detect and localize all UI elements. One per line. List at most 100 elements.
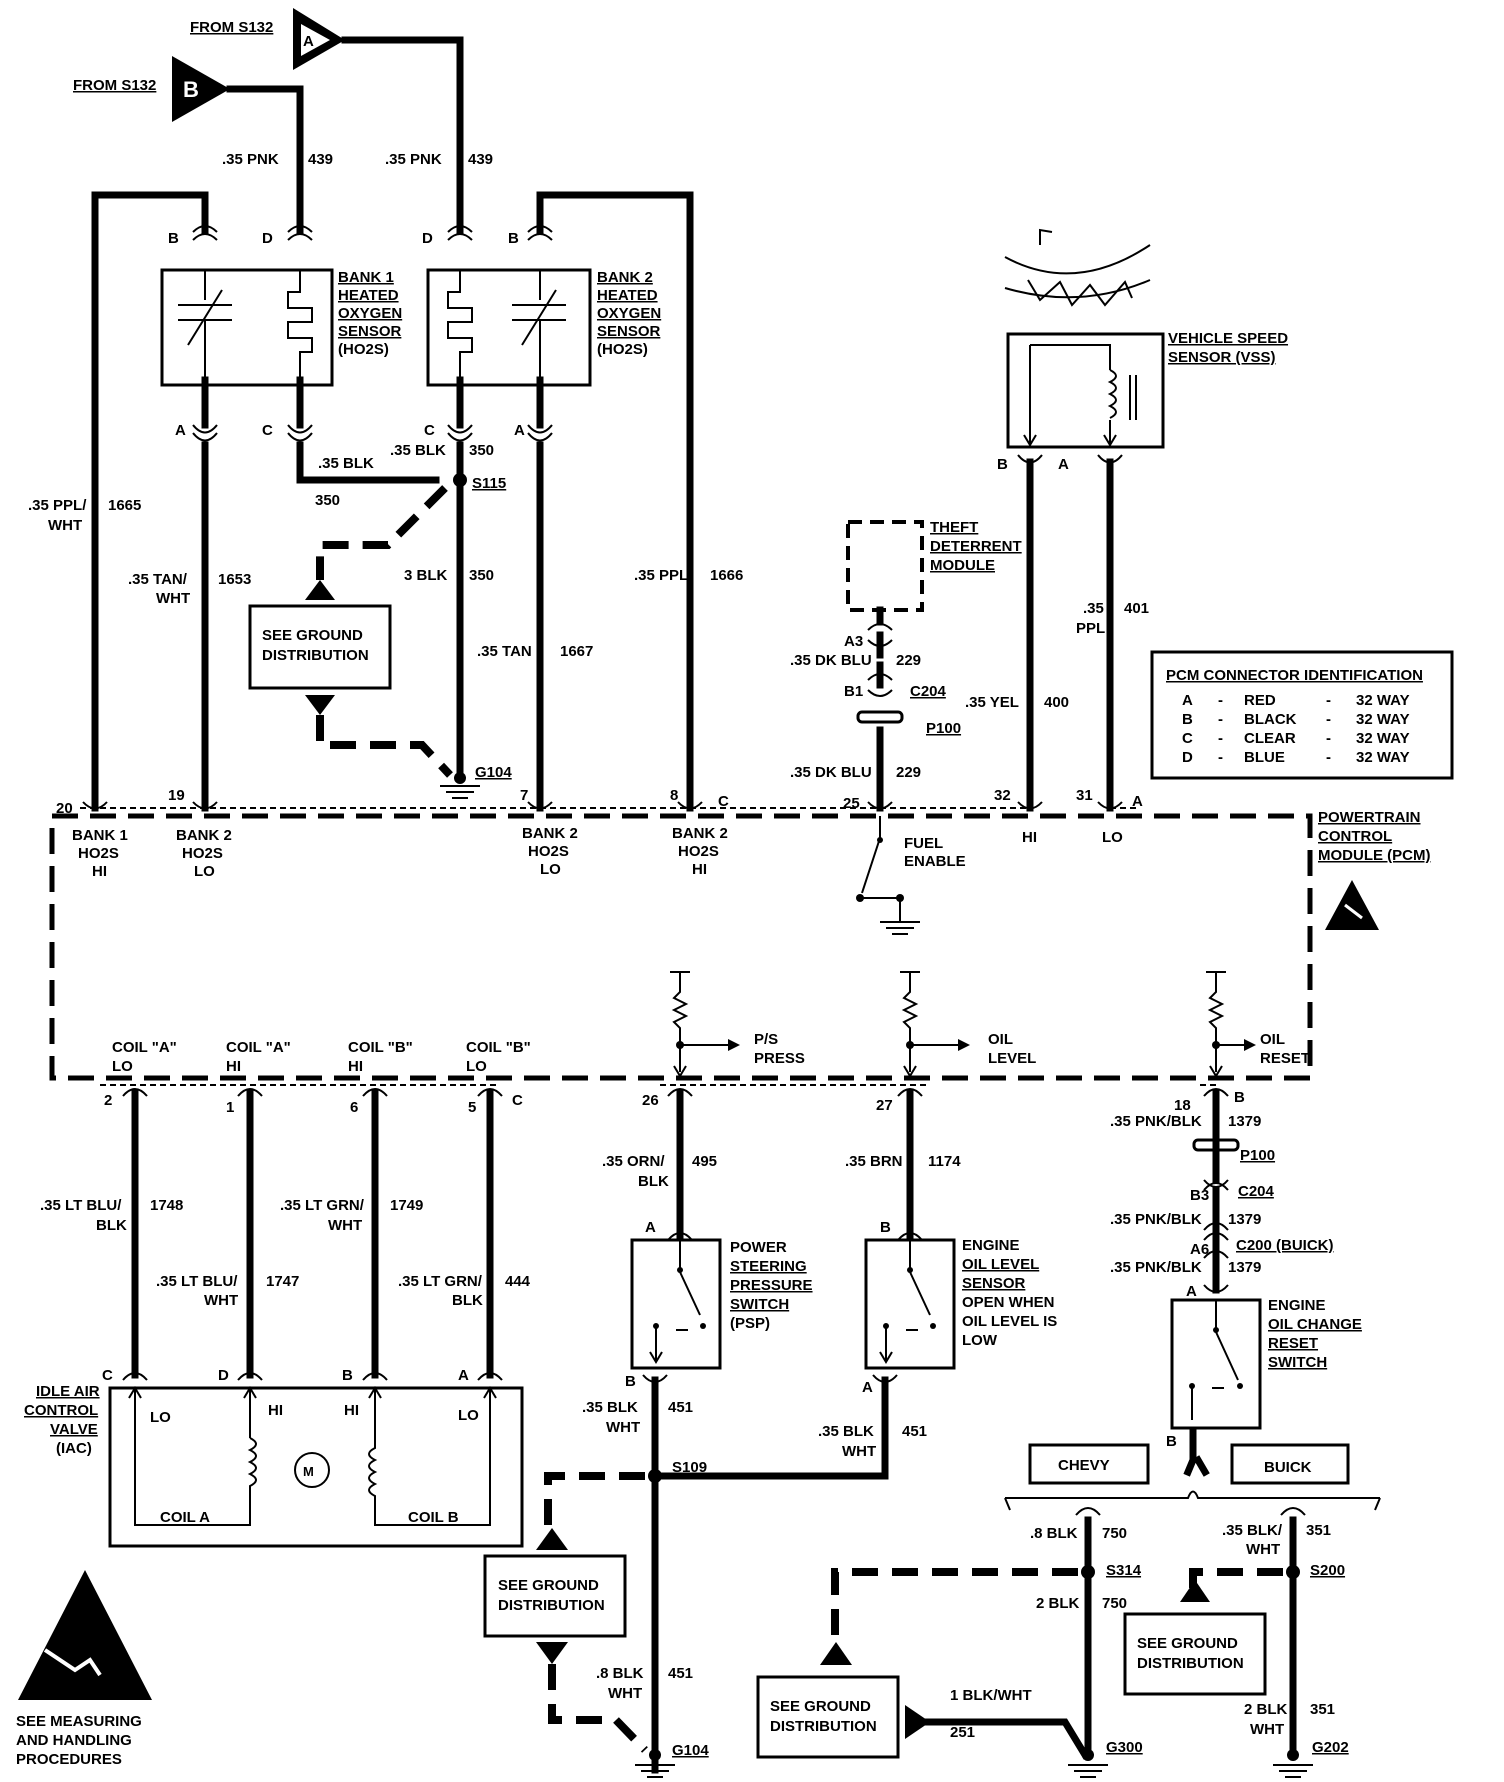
svg-text:C200 (BUICK): C200 (BUICK) [1236, 1237, 1334, 1254]
svg-text:B: B [183, 77, 199, 102]
svg-text:C: C [262, 422, 273, 439]
pcm-module: POWERTRAIN CONTROL MODULE (PCM) [49, 807, 1431, 1086]
wires-bottom [131, 1088, 1297, 1774]
svg-text:OIL LEVEL IS: OIL LEVEL IS [962, 1313, 1057, 1330]
svg-text:WHT: WHT [48, 517, 82, 534]
svg-text:BUICK: BUICK [1264, 1459, 1312, 1476]
svg-text:-: - [1218, 711, 1223, 728]
svg-text:P100: P100 [1240, 1147, 1275, 1164]
svg-text:CONTROL: CONTROL [24, 1402, 98, 1419]
svg-text:S109: S109 [672, 1459, 707, 1476]
svg-text:495: 495 [692, 1153, 717, 1170]
svg-text:WHT: WHT [606, 1419, 640, 1436]
svg-text:ENGINE: ENGINE [1268, 1297, 1326, 1314]
bank2-ho2s-sensor: BANK 2 HEATED OXYGEN SENSOR (HO2S) [426, 268, 661, 387]
svg-text:C: C [512, 1092, 523, 1109]
svg-text:.35 BLK: .35 BLK [582, 1399, 638, 1416]
engine-oil-change-reset-switch: ENGINE OIL CHANGE RESET SWITCH A B [1166, 1283, 1362, 1450]
connectors-oil-reset: P100 C204 B3 A6 C200 (BUICK) [1190, 1138, 1334, 1258]
svg-text:1174: 1174 [928, 1153, 961, 1170]
wires-top [91, 36, 1114, 812]
svg-text:A: A [458, 1367, 469, 1384]
svg-text:PPL: PPL [1076, 620, 1105, 637]
svg-text:OXYGEN: OXYGEN [338, 305, 402, 322]
ground-dash-s314 [831, 1568, 1078, 1640]
svg-text:C204: C204 [1238, 1183, 1275, 1200]
svg-text:.35 BLK: .35 BLK [818, 1423, 874, 1440]
vehicle-speed-sensor: VEHICLE SPEED SENSOR (VSS) [1004, 228, 1288, 449]
svg-text:32 WAY: 32 WAY [1356, 749, 1410, 766]
svg-text:A: A [1186, 1283, 1197, 1300]
svg-text:1379: 1379 [1228, 1113, 1261, 1130]
svg-text:451: 451 [902, 1423, 927, 1440]
svg-text:ENABLE: ENABLE [904, 853, 966, 870]
svg-text:DISTRIBUTION: DISTRIBUTION [1137, 1655, 1244, 1672]
svg-text:-: - [1326, 692, 1331, 709]
svg-text:.35 TAN: .35 TAN [477, 643, 532, 660]
svg-text:OIL: OIL [988, 1031, 1013, 1048]
svg-text:1379: 1379 [1228, 1211, 1261, 1228]
svg-text:COIL "A": COIL "A" [226, 1039, 291, 1056]
svg-text:B: B [1182, 711, 1193, 728]
svg-text:32 WAY: 32 WAY [1356, 692, 1410, 709]
svg-text:.35 LT GRN/: .35 LT GRN/ [280, 1197, 365, 1214]
svg-text:DETERRENT: DETERRENT [930, 538, 1022, 555]
svg-text:S314: S314 [1106, 1562, 1142, 1579]
pcm-labels-bottom: COIL "A" LO COIL "A" HI COIL "B" HI COIL… [112, 1039, 531, 1075]
svg-text:451: 451 [668, 1399, 693, 1416]
svg-text:SEE GROUND: SEE GROUND [1137, 1635, 1238, 1652]
svg-text:.35 LT BLU/: .35 LT BLU/ [156, 1273, 238, 1290]
motor-symbol: M [303, 1464, 314, 1479]
pullup-ps-press: P/S PRESS [670, 971, 805, 1078]
svg-text:WHT: WHT [1246, 1541, 1280, 1558]
pcm-top-pins [82, 801, 1123, 810]
svg-text:8: 8 [670, 787, 678, 804]
svg-text:D: D [422, 230, 433, 247]
svg-text:HO2S: HO2S [678, 843, 719, 860]
svg-text:A: A [1182, 692, 1193, 709]
svg-text:B: B [1166, 1433, 1177, 1450]
svg-text:1: 1 [226, 1099, 234, 1116]
ground-dash-s200 [1189, 1568, 1283, 1588]
svg-text:C: C [102, 1367, 113, 1384]
svg-text:HEATED: HEATED [338, 287, 399, 304]
svg-text:P/S: P/S [754, 1031, 778, 1048]
svg-text:BLACK: BLACK [1244, 711, 1297, 728]
svg-text:PRESS: PRESS [754, 1050, 805, 1067]
svg-text:COIL B: COIL B [408, 1509, 459, 1526]
svg-text:A: A [1058, 456, 1069, 473]
svg-text:WHT: WHT [608, 1685, 642, 1702]
svg-text:B: B [625, 1373, 636, 1390]
engine-oil-level-sensor: ENGINE OIL LEVEL SENSOR OPEN WHEN OIL LE… [862, 1219, 1057, 1396]
svg-text:32 WAY: 32 WAY [1356, 730, 1410, 747]
svg-text:.35 DK BLU: .35 DK BLU [790, 652, 872, 669]
svg-text:BANK 2: BANK 2 [597, 269, 653, 286]
svg-text:2 BLK: 2 BLK [1244, 1701, 1288, 1718]
svg-text:.35 LT GRN/: .35 LT GRN/ [398, 1273, 483, 1290]
ground-dash-top [316, 485, 448, 580]
svg-text:20: 20 [56, 800, 73, 817]
svg-text:400: 400 [1044, 694, 1069, 711]
svg-text:750: 750 [1102, 1595, 1127, 1612]
svg-text:1666: 1666 [710, 567, 743, 584]
splice-s109: S109 [648, 1459, 707, 1483]
splice-s314: S314 [1081, 1562, 1142, 1579]
svg-text:BLK: BLK [96, 1217, 127, 1234]
flag-b: B FROM S132 [73, 56, 230, 122]
svg-text:WHT: WHT [156, 590, 190, 607]
svg-text:HI: HI [92, 863, 107, 880]
svg-text:.35 LT BLU/: .35 LT BLU/ [40, 1197, 122, 1214]
svg-text:G202: G202 [1312, 1739, 1349, 1756]
esd-warning-icon [1325, 880, 1379, 930]
svg-text:COIL "B": COIL "B" [466, 1039, 531, 1056]
esd-warning: SEE MEASURING AND HANDLING PROCEDURES [16, 1570, 152, 1768]
from-s132-a-label: FROM S132 [190, 19, 273, 36]
svg-text:3 BLK: 3 BLK [404, 567, 448, 584]
svg-text:COIL A: COIL A [160, 1509, 210, 1526]
power-steering-pressure-switch: POWER STEERING PRESSURE SWITCH (PSP) A B [625, 1219, 813, 1390]
svg-text:ENGINE: ENGINE [962, 1237, 1020, 1254]
svg-text:1748: 1748 [150, 1197, 183, 1214]
svg-text:OIL CHANGE: OIL CHANGE [1268, 1316, 1362, 1333]
svg-text:BLK: BLK [452, 1292, 483, 1309]
svg-text:229: 229 [896, 764, 921, 781]
